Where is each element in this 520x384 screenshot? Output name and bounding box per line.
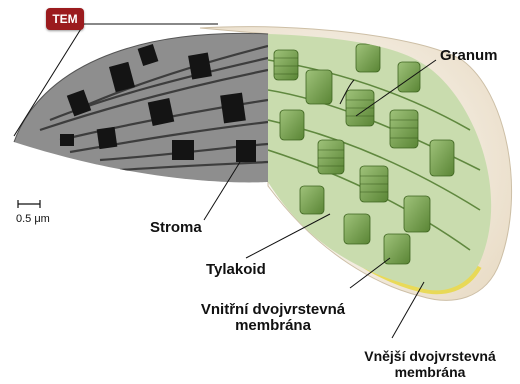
scale-bar [18,200,40,208]
label-outer-membrane-line2: membrána [342,364,518,380]
label-outer-membrane-line1: Vnější dvojvrstevná [342,348,518,364]
scale-label: 0.5 μm [16,213,50,225]
label-inner-membrane-line2: membrána [178,318,368,334]
label-granum: Granum [440,48,498,64]
tem-badge: TEM [46,8,84,30]
label-thylakoid: Tylakoid [206,262,266,278]
label-inner-membrane: Vnitřní dvojvrstevná membrána [178,302,368,334]
label-inner-membrane-line1: Vnitřní dvojvrstevná [178,302,368,318]
label-stroma: Stroma [150,220,202,236]
label-outer-membrane: Vnější dvojvrstevná membrána [342,348,518,380]
